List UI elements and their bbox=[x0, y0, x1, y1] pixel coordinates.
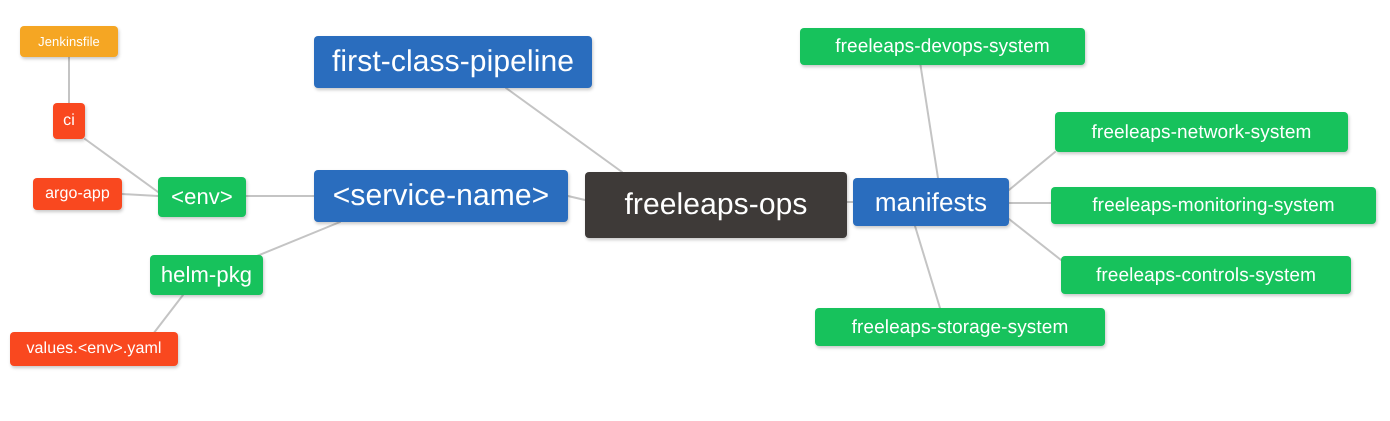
node-controls-sys[interactable]: freeleaps-controls-system bbox=[1061, 256, 1351, 294]
node-monitoring-sys[interactable]: freeleaps-monitoring-system bbox=[1051, 187, 1376, 224]
edge-service-name-to-root bbox=[567, 195, 586, 201]
node-argo-app[interactable]: argo-app bbox=[33, 178, 122, 210]
node-ci[interactable]: ci bbox=[53, 103, 85, 139]
node-manifests[interactable]: manifests bbox=[853, 178, 1009, 226]
node-root[interactable]: freeleaps-ops bbox=[585, 172, 847, 238]
edge-helm-pkg-to-service-name bbox=[251, 221, 341, 259]
edge-pipeline-to-root bbox=[505, 87, 623, 173]
edge-devops-sys-to-manifests bbox=[919, 61, 939, 179]
node-network-sys[interactable]: freeleaps-network-system bbox=[1055, 112, 1348, 152]
edge-values-yaml-to-helm-pkg bbox=[149, 294, 184, 339]
node-service-name[interactable]: <service-name> bbox=[314, 170, 568, 222]
edge-controls-sys-to-manifests bbox=[1008, 218, 1062, 261]
node-env[interactable]: <env> bbox=[158, 177, 246, 217]
node-values-yaml[interactable]: values.<env>.yaml bbox=[10, 332, 178, 366]
node-devops-sys[interactable]: freeleaps-devops-system bbox=[800, 28, 1085, 65]
node-jenkinsfile[interactable]: Jenkinsfile bbox=[20, 26, 118, 57]
node-helm-pkg[interactable]: helm-pkg bbox=[150, 255, 263, 295]
edge-storage-sys-to-manifests bbox=[914, 225, 941, 309]
edge-network-sys-to-manifests bbox=[1008, 151, 1056, 191]
edge-ci-to-env bbox=[84, 138, 159, 193]
edge-argo-app-to-env bbox=[121, 193, 159, 197]
node-pipeline[interactable]: first-class-pipeline bbox=[314, 36, 592, 88]
node-storage-sys[interactable]: freeleaps-storage-system bbox=[815, 308, 1105, 346]
